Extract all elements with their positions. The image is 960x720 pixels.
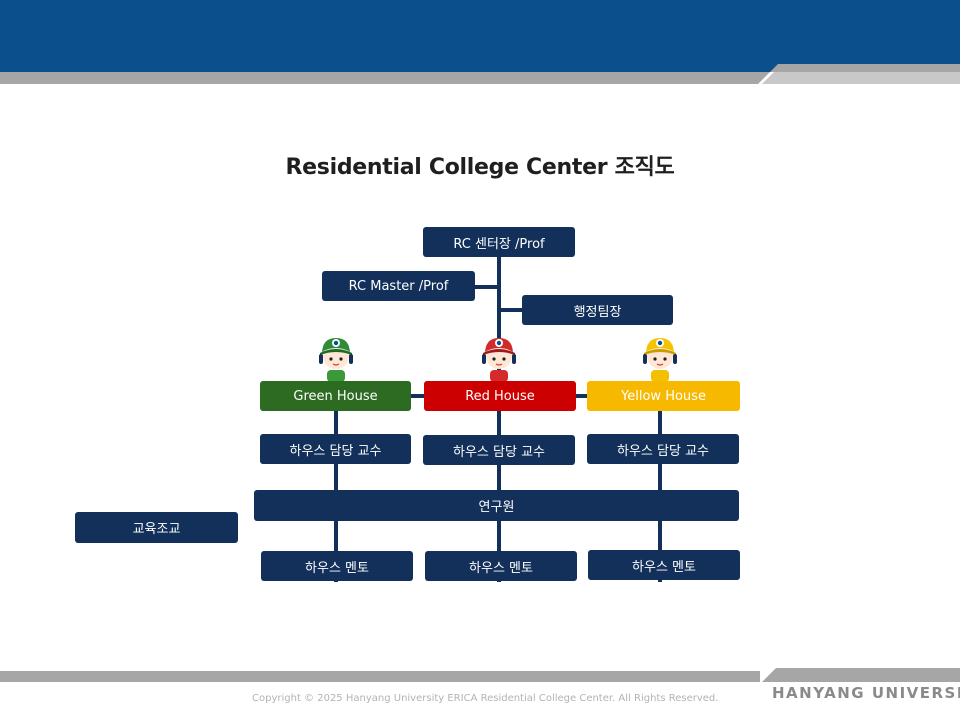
node-red-professor: 하우스 담당 교수 bbox=[423, 435, 575, 465]
node-red-house: Red House bbox=[424, 381, 576, 411]
footer-copyright: Copyright © 2025 Hanyang University ERIC… bbox=[252, 693, 719, 704]
node-green-mentor: 하우스 멘토 bbox=[261, 551, 413, 581]
node-center-head: RC 센터장 /Prof bbox=[423, 227, 575, 257]
node-yellow-mentor: 하우스 멘토 bbox=[588, 550, 740, 580]
connector-rc-master bbox=[474, 285, 498, 289]
node-yellow-house: Yellow House bbox=[587, 381, 740, 411]
node-green-house: Green House bbox=[260, 381, 411, 411]
mascot-red-icon bbox=[482, 338, 516, 382]
header-bar bbox=[0, 0, 960, 72]
header-stripe bbox=[0, 72, 960, 84]
node-green-professor: 하우스 담당 교수 bbox=[260, 434, 411, 464]
connector-trunk bbox=[497, 256, 501, 384]
connector-admin bbox=[499, 308, 523, 312]
page-title: Residential College Center 조직도 bbox=[285, 155, 675, 180]
footer-stripe bbox=[0, 668, 960, 682]
node-research: 연구원 bbox=[254, 490, 739, 521]
university-logo: HANYANG UNIVERSITY bbox=[772, 684, 960, 702]
header-stripe-accent bbox=[770, 64, 960, 72]
node-yellow-professor: 하우스 담당 교수 bbox=[587, 434, 739, 464]
node-admin-head: 행정팀장 bbox=[522, 295, 673, 325]
mascot-yellow-icon bbox=[643, 338, 677, 382]
node-rc-master: RC Master /Prof bbox=[322, 271, 475, 301]
node-edu-assistant: 교육조교 bbox=[75, 512, 238, 543]
node-red-mentor: 하우스 멘토 bbox=[425, 551, 577, 581]
mascot-green-icon bbox=[319, 338, 353, 382]
